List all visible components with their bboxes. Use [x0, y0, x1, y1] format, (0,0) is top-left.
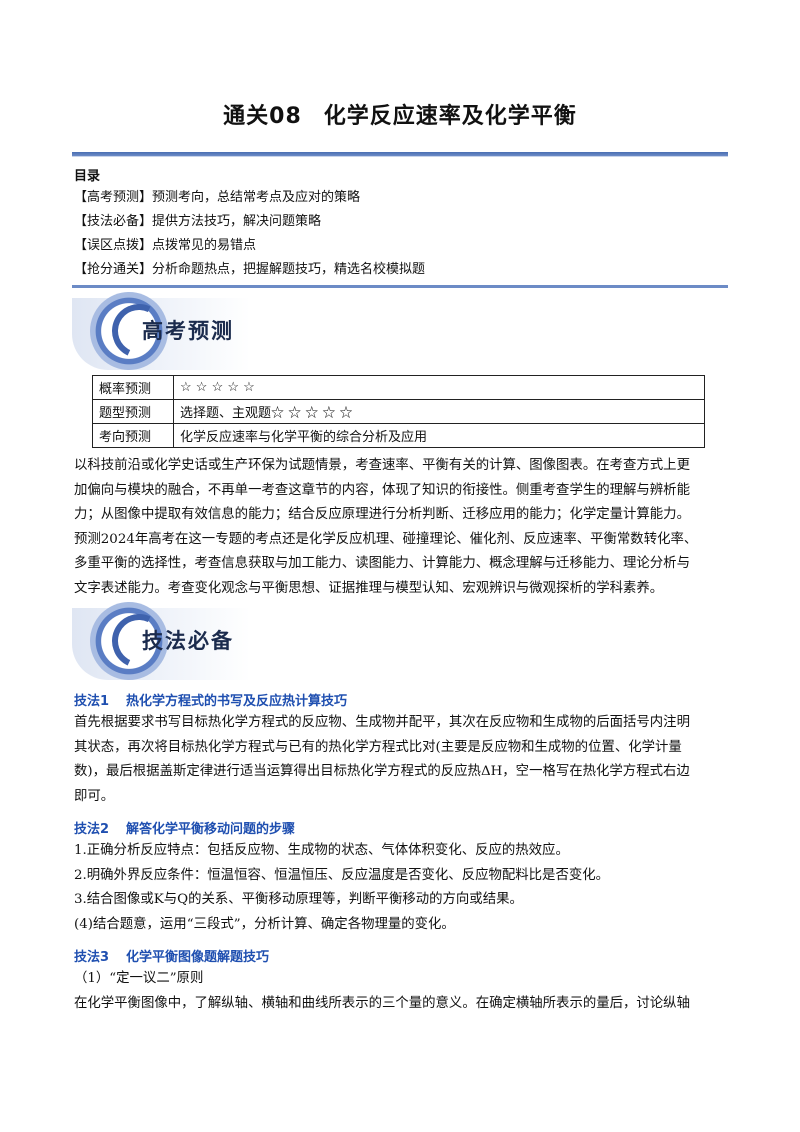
paragraph-line: 即可。 — [74, 788, 115, 804]
paragraph-line: （1）“定一议二”原则 — [74, 971, 204, 986]
skill2-paragraph: 1.正确分析反应特点：包括反应物、生成物的状态、气体体积变化、反应的热效应。 2… — [74, 839, 734, 937]
toc-heading: 目录 — [74, 169, 101, 184]
paragraph-line: 在化学平衡图像中，了解纵轴、横轴和曲线所表示的三个量的意义。在确定横轴所表示的量… — [74, 995, 690, 1011]
table-value: 化学反应速率与化学平衡的综合分析及应用 — [173, 423, 705, 448]
paragraph-line: 3.结合图像或K与Q的关系、平衡移动原理等，判断平衡移动的方向或结果。 — [74, 892, 523, 907]
table-key: 概率预测 — [92, 375, 174, 400]
paragraph-line: 数)，最后根据盖斯定律进行适当运算得出目标热化学方程式的反应热ΔH，空一格写在热… — [74, 764, 690, 779]
skill-title: 热化学方程式的书写及反应热计算技巧 — [126, 694, 348, 709]
skill-heading-3: 技法3 化学平衡图像题解题技巧 — [74, 946, 269, 965]
toc-item: 【抢分通关】分析命题热点，把握解题技巧，精选名校模拟题 — [74, 262, 426, 277]
table-value: 选择题、主观题☆ ☆ ☆ ☆ ☆ — [173, 399, 705, 424]
paragraph-line: 其状态，再次将目标热化学方程式与已有的热化学方程式比对(主要是反应物和生成物的位… — [74, 739, 682, 755]
title-chapter: 通关08 — [223, 104, 302, 129]
title-topic: 化学反应速率及化学平衡 — [323, 104, 577, 129]
toc-item: 【技法必备】提供方法技巧，解决问题策略 — [74, 214, 322, 229]
toc-item: 【误区点拨】点拨常见的易错点 — [74, 238, 257, 253]
section-title: 技法必备 — [142, 629, 234, 653]
paragraph-line: 首先根据要求书写目标热化学方程式的反应物、生成物并配平，其次在反应物和生成物的后… — [74, 715, 690, 730]
skill3-paragraph: （1）“定一议二”原则 在化学平衡图像中，了解纵轴、横轴和曲线所表示的三个量的意… — [74, 967, 734, 1016]
info-table: 概率预测 ☆ ☆ ☆ ☆ ☆ 题型预测 选择题、主观题☆ ☆ ☆ ☆ ☆ 考向预… — [92, 375, 705, 448]
toc-rule — [72, 285, 728, 288]
skill-heading-2: 技法2 解答化学平衡移动问题的步骤 — [74, 818, 295, 837]
skill1-paragraph: 首先根据要求书写目标热化学方程式的反应物、生成物并配平，其次在反应物和生成物的后… — [74, 711, 734, 809]
skill-number: 技法1 — [74, 694, 110, 709]
ring-icon — [90, 602, 168, 680]
skill-number: 技法2 — [74, 822, 110, 837]
paragraph-line: 加偏向与模块的融合，不再单一考查这章节的内容，体现了知识的衔接性。侧重考查学生的… — [74, 482, 690, 498]
table-key: 题型预测 — [92, 399, 174, 424]
paragraph-line: 文字表述能力。考查变化观念与平衡思想、证据推理与模型认知、宏观辨识与微观探析的学… — [74, 580, 664, 596]
section-title: 高考预测 — [142, 319, 234, 343]
table-row: 题型预测 选择题、主观题☆ ☆ ☆ ☆ ☆ — [92, 399, 705, 424]
table-row: 概率预测 ☆ ☆ ☆ ☆ ☆ — [92, 375, 705, 400]
table-key: 考向预测 — [92, 423, 174, 448]
paragraph-line: 多重平衡的选择性，考查信息获取与加工能力、读图能力、计算能力、概念理解与迁移能力… — [74, 556, 690, 571]
section-banner-predict: 高考预测 — [72, 292, 250, 370]
section-banner-skills: 技法必备 — [72, 602, 250, 680]
skill-title: 化学平衡图像题解题技巧 — [126, 950, 270, 965]
skill-heading-1: 技法1 热化学方程式的书写及反应热计算技巧 — [74, 690, 347, 709]
paragraph-line: 力；从图像中提取有效信息的能力；结合反应原理进行分析判断、迁移应用的能力；化学定… — [74, 507, 690, 522]
predict-paragraph: 以科技前沿或化学史话或生产环保为试题情景，考查速率、平衡有关的计算、图像图表。在… — [74, 454, 734, 601]
skill-number: 技法3 — [74, 950, 110, 965]
paragraph-line: 以科技前沿或化学史话或生产环保为试题情景，考查速率、平衡有关的计算、图像图表。在… — [74, 458, 690, 473]
paragraph-line: 1.正确分析反应特点：包括反应物、生成物的状态、气体体积变化、反应的热效应。 — [74, 843, 569, 858]
table-row: 考向预测 化学反应速率与化学平衡的综合分析及应用 — [92, 423, 705, 448]
paragraph-line: 预测2024年高考在这一专题的考点还是化学反应机理、碰撞理论、催化剂、反应速率、… — [74, 531, 698, 547]
paragraph-line: (4)结合题意，运用“三段式”，分析计算、确定各物理量的变化。 — [74, 916, 455, 932]
skill-title: 解答化学平衡移动问题的步骤 — [126, 822, 296, 837]
toc-item: 【高考预测】预测考向，总结常考点及应对的策略 — [74, 190, 361, 205]
table-value: ☆ ☆ ☆ ☆ ☆ — [173, 375, 705, 400]
page-title: 通关08 化学反应速率及化学平衡 — [0, 98, 800, 130]
ring-icon — [90, 292, 168, 370]
paragraph-line: 2.明确外界反应条件：恒温恒容、恒温恒压、反应温度是否变化、反应物配料比是否变化… — [74, 867, 610, 883]
header-rule — [72, 152, 728, 157]
